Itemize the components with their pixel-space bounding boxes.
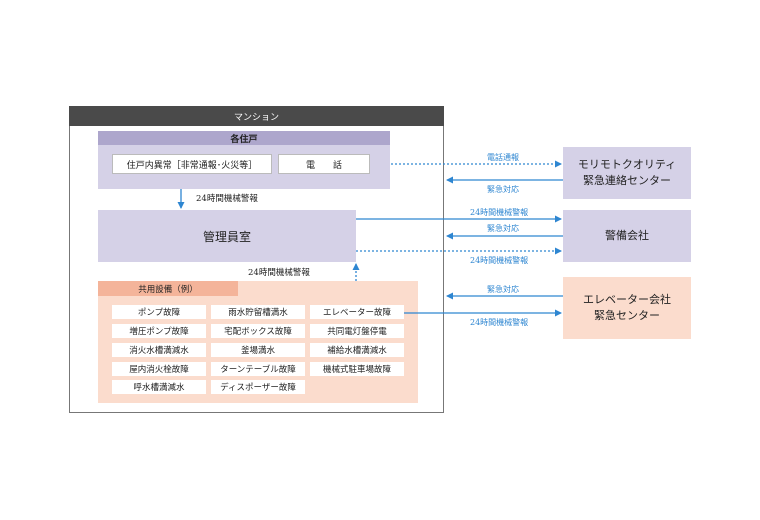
label-emergency-3: 緊急対応 — [487, 285, 519, 294]
security-company: 警備会社 — [563, 210, 691, 262]
facility-item: 屋内消火栓故障 — [112, 362, 206, 376]
morimoto-name: モリモトクオリティ — [577, 157, 677, 171]
facility-item: エレベーター故障 — [310, 305, 404, 319]
unit-phone-box: 電 話 — [278, 154, 370, 174]
facility-item: 機械式駐車場故障 — [310, 362, 404, 376]
morimoto-center: モリモトクオリティ 緊急連絡センター — [563, 147, 691, 199]
label-shared-to-office: 24時間機械警報 — [248, 268, 310, 278]
facility-item: 釜場満水 — [211, 343, 305, 357]
label-shared-alarm: 24時間機械警報 — [470, 256, 529, 265]
units-title: 各住戸 — [98, 131, 390, 145]
elevator-company-name: エレベーター会社 — [583, 292, 671, 306]
facility-item: 雨水貯留槽満水 — [211, 305, 305, 319]
facility-item: 消火水槽満減水 — [112, 343, 206, 357]
unit-alarm-box: 住戸内異常［非常通報･火災等］ — [112, 154, 272, 174]
label-emergency-2: 緊急対応 — [487, 224, 519, 233]
facility-item: 呼水槽満減水 — [112, 380, 206, 394]
shared-facilities-title: 共用設備（例） — [98, 281, 238, 296]
morimoto-subname: 緊急連絡センター — [583, 174, 671, 187]
mansion-title: マンション — [69, 106, 444, 126]
facility-item: 宅配ボックス故障 — [211, 324, 305, 338]
label-emergency-1: 緊急対応 — [487, 185, 519, 194]
facility-item: ターンテーブル故障 — [211, 362, 305, 376]
label-office-alarm: 24時間機械警報 — [470, 208, 529, 217]
label-phone-report: 電話通報 — [487, 153, 519, 162]
facility-item: 増圧ポンプ故障 — [112, 324, 206, 338]
facility-item: ポンプ故障 — [112, 305, 206, 319]
elevator-company: エレベーター会社 緊急センター — [563, 277, 691, 339]
facility-item: 共同電灯盤停電 — [310, 324, 404, 338]
label-unit-to-office: 24時間機械警報 — [196, 194, 258, 204]
elevator-company-subname: 緊急センター — [594, 309, 660, 322]
facility-item: ディスポーザー故障 — [211, 380, 305, 394]
label-elevator-alarm: 24時間機械警報 — [470, 318, 529, 327]
management-office: 管理員室 — [98, 210, 356, 262]
facility-item: 補給水槽満減水 — [310, 343, 404, 357]
